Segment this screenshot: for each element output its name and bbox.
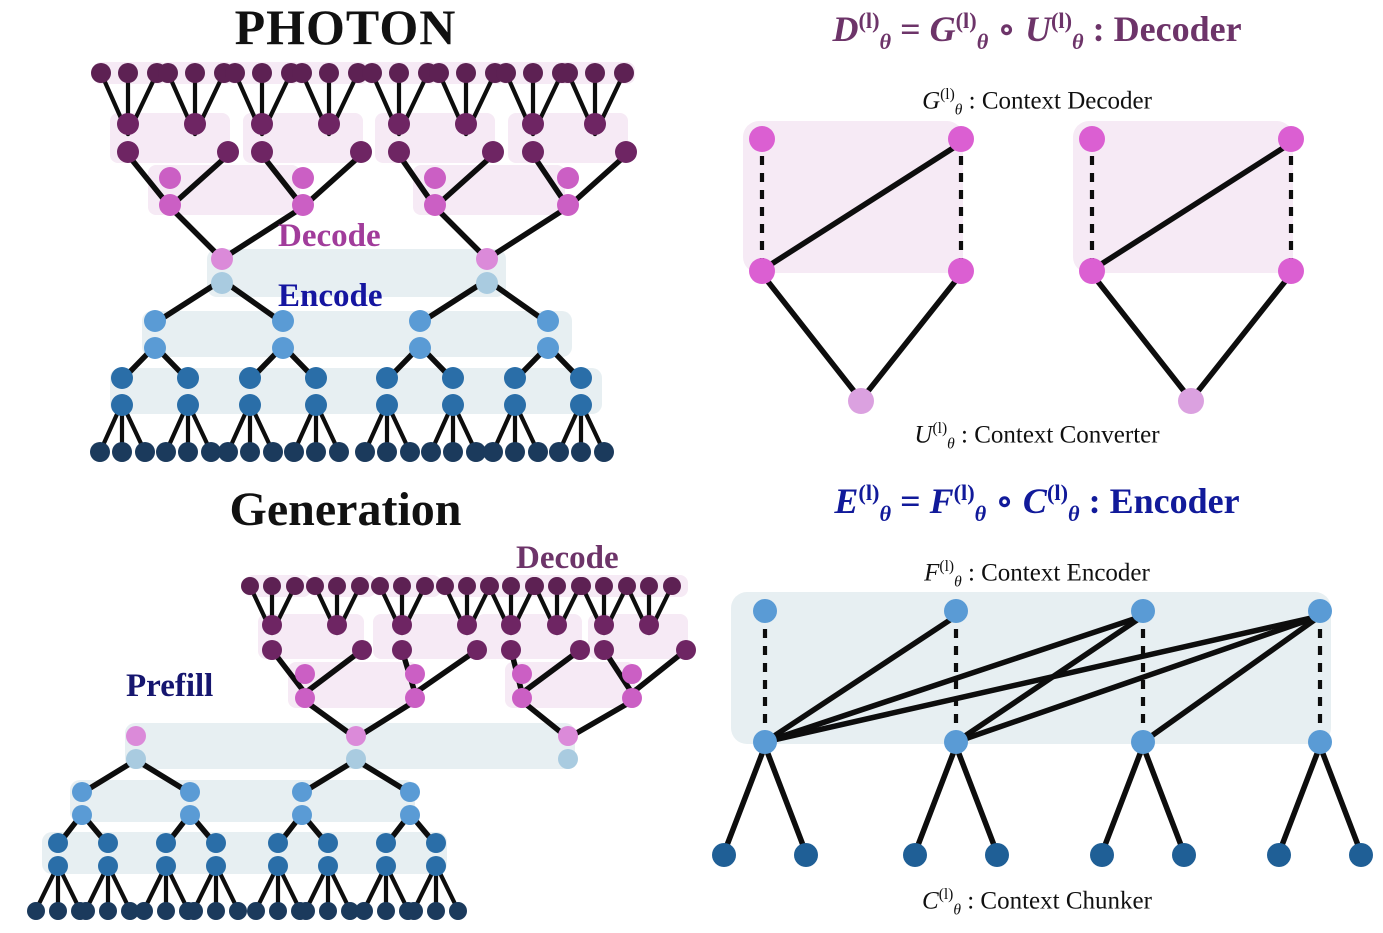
encoder-first-sup: (l) [953,480,975,505]
decoder-first-symbol: G [929,9,956,49]
encoder-formula: E(l)θ = F(l)θ ∘ C(l)θ : Encoder [691,480,1383,527]
decoder-right-group [1079,126,1304,414]
generation-decode-label: Decode [516,540,619,576]
context-converter-symbol: U [914,421,933,449]
context-chunker-sub: θ [953,901,961,919]
encoder-second-symbol: C [1022,481,1047,521]
encoder-compose-operator: ∘ [995,481,1014,521]
generation-panel: Generation [0,470,696,933]
decoder-second-sup: (l) [1050,8,1073,33]
encoder-first-sub: θ [974,501,987,527]
decode-tree-nodes [91,63,637,270]
context-decoder-symbol: G [922,87,941,115]
encoder-diagram [712,592,1373,867]
decoder-panel: D(l)θ = G(l)θ ∘ U(l)θ : Decoder G(l)θ : … [691,0,1383,470]
photon-encode-label: Encode [278,278,383,314]
decoder-lhs-symbol: D [832,9,859,49]
encoder-attention-edges [762,613,1323,745]
context-chunker-text: : Context Chunker [967,887,1152,915]
encoder-colon: : [1088,481,1101,521]
encoder-lhs-sub: θ [879,501,892,527]
decoder-compose-operator: ∘ [997,9,1016,49]
encode-tree-nodes [90,272,614,462]
generation-prefill-bands [42,723,575,874]
decoder-first-sup: (l) [955,8,977,33]
context-chunker-subtitle: C(l)θ : Context Chunker [691,886,1383,919]
encoder-nodes [712,599,1373,867]
context-decoder-sup: (l) [940,86,955,103]
context-converter-sub: θ [947,435,955,453]
encoder-second-sub: θ [1068,501,1080,527]
context-converter-subtitle: U(l)θ : Context Converter [691,420,1383,453]
decoder-colon: : [1092,9,1105,49]
context-decoder-subtitle: G(l)θ : Context Decoder [691,86,1383,119]
decoder-band-right [1073,121,1293,273]
encoder-name: Encoder [1109,481,1240,521]
photon-tree-diagram [90,62,637,462]
encoder-panel: E(l)θ = F(l)θ ∘ C(l)θ : Encoder F(l)θ : … [691,470,1383,933]
decoder-formula: D(l)θ = G(l)θ ∘ U(l)θ : Decoder [691,8,1383,55]
decoder-band-left [743,121,963,273]
context-converter-text: : Context Converter [961,421,1160,449]
context-decoder-sub: θ [954,101,963,119]
encode-bands [110,249,602,414]
generation-title: Generation [229,483,462,536]
decoder-second-sub: θ [1072,29,1084,55]
encoder-chunker-edges [721,743,1364,856]
context-encoder-symbol: F [924,559,940,587]
generation-prefill-label: Prefill [126,668,214,704]
encoder-equals: = [900,481,921,521]
context-encoder-sub: θ [954,573,962,591]
context-encoder-sup: (l) [939,558,955,575]
encoder-second-sup: (l) [1046,480,1068,505]
page-title: PHOTON [234,0,457,55]
context-chunker-symbol: C [922,887,939,915]
decoder-second-symbol: U [1024,9,1051,49]
context-converter-sup: (l) [932,420,948,437]
context-encoder-text: : Context Encoder [967,559,1150,587]
photon-decode-label: Decode [278,218,381,254]
encoder-lhs-symbol: E [834,481,859,521]
decoder-equals: = [900,9,921,49]
photon-panel: PHOTON [0,0,691,470]
decoder-diagram [743,121,1304,414]
encoder-first-symbol: F [929,481,954,521]
decoder-lhs-sup: (l) [858,8,880,33]
generation-prefill-nodes [27,749,578,920]
context-encoder-subtitle: F(l)θ : Context Encoder [691,558,1383,591]
generation-decode-nodes [126,577,696,746]
context-decoder-text: : Context Decoder [968,87,1152,115]
decoder-first-sub: θ [976,29,989,55]
decoder-left-group [749,126,974,414]
context-chunker-sup: (l) [938,886,954,903]
decoder-lhs-sub: θ [879,29,892,55]
encoder-lhs-sup: (l) [858,480,880,505]
decoder-name: Decoder [1113,9,1242,49]
generation-diagram [27,575,696,920]
encoder-vertical-dashed-edges [762,612,1323,740]
